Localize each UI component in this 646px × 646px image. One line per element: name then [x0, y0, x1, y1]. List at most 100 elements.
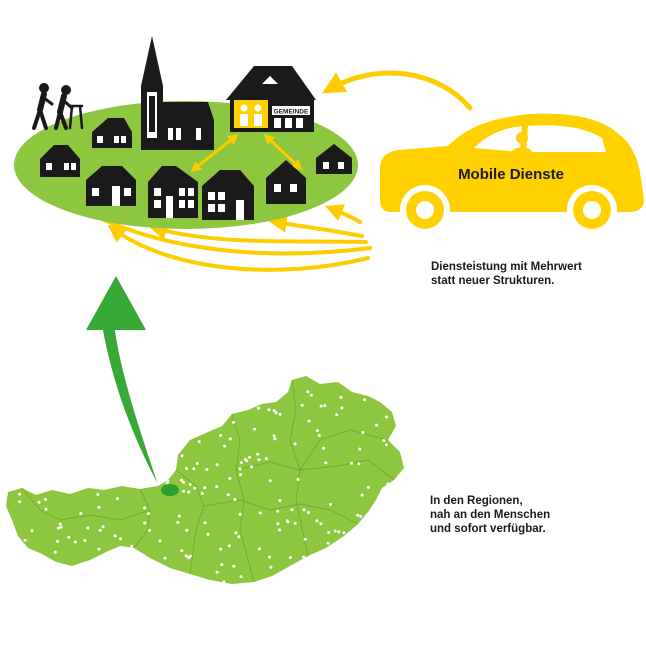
- house-icon: [316, 144, 352, 174]
- municipality-dot: [366, 485, 370, 489]
- municipality-dot: [98, 528, 102, 532]
- municipality-dot: [233, 498, 237, 502]
- municipality-dot: [319, 522, 323, 526]
- municipality-dot: [182, 480, 185, 484]
- municipality-dot: [115, 497, 119, 501]
- regions-caption: In den Regionen, nah an den Menschen und…: [430, 494, 550, 536]
- municipality-dot: [302, 555, 306, 559]
- municipality-dot: [326, 541, 330, 545]
- municipality-dot: [182, 489, 185, 493]
- municipality-dot: [56, 539, 59, 543]
- municipality-dot: [97, 547, 101, 551]
- church-icon: [141, 36, 214, 150]
- municipality-dot: [239, 473, 243, 477]
- municipality-dot: [30, 529, 34, 533]
- municipality-dot: [384, 443, 388, 447]
- municipality-dot: [187, 490, 191, 494]
- regions-caption-line: und sofort verfügbar.: [430, 523, 546, 535]
- municipality-dot: [267, 408, 271, 412]
- municipality-dot: [253, 427, 257, 431]
- municipality-dot: [147, 512, 150, 516]
- municipality-dot: [238, 512, 242, 516]
- municipality-dot: [286, 519, 289, 523]
- municipality-dot: [188, 554, 192, 558]
- municipality-dot: [238, 467, 242, 471]
- municipality-dot: [339, 395, 343, 399]
- municipality-dot: [143, 521, 147, 525]
- municipality-dot: [350, 461, 353, 465]
- municipality-dot: [290, 508, 294, 512]
- municipality-dot: [243, 458, 247, 461]
- house-icon: [92, 118, 132, 148]
- municipality-dot: [185, 528, 189, 532]
- municipality-dot: [188, 482, 192, 486]
- town-hall-sign: GEMEINDE: [274, 109, 309, 116]
- municipality-dot: [44, 507, 48, 511]
- municipality-dot: [273, 437, 277, 441]
- municipality-dot: [53, 550, 57, 554]
- municipality-dot: [220, 563, 224, 567]
- municipality-dot: [219, 547, 223, 551]
- municipality-dot: [226, 493, 230, 497]
- municipality-dot: [185, 467, 188, 470]
- elderly-couple-icon: [32, 83, 84, 130]
- municipality-dot: [278, 528, 282, 532]
- municipality-dot: [293, 521, 297, 525]
- municipality-dot: [148, 528, 151, 532]
- house-icon: [202, 170, 254, 220]
- municipality-dot: [193, 486, 197, 490]
- municipality-dot: [18, 492, 22, 496]
- municipality-dot: [257, 406, 260, 410]
- municipality-dot: [256, 452, 260, 456]
- municipality-dot: [239, 461, 243, 465]
- municipality-dot: [37, 500, 41, 504]
- house-icon: [86, 166, 136, 206]
- regions-caption-line: In den Regionen,: [430, 495, 523, 507]
- location-marker: [161, 484, 179, 496]
- municipality-dot: [385, 415, 388, 419]
- municipality-dot: [269, 565, 273, 569]
- municipality-dot: [158, 539, 162, 543]
- municipality-dot: [276, 509, 280, 513]
- municipality-dot: [340, 406, 344, 410]
- municipality-dot: [203, 521, 207, 525]
- municipality-dot: [272, 409, 276, 412]
- municipality-dot: [234, 531, 238, 535]
- municipality-dot: [177, 514, 181, 518]
- municipality-dot: [248, 455, 252, 459]
- municipality-dot: [278, 412, 282, 416]
- municipality-dot: [59, 525, 63, 529]
- municipality-dot: [382, 439, 386, 442]
- municipality-dot: [375, 423, 378, 427]
- municipality-dot: [113, 534, 117, 538]
- municipality-dot: [307, 419, 311, 423]
- municipality-dot: [239, 575, 243, 579]
- municipality-dot: [203, 486, 207, 490]
- municipality-dot: [232, 564, 236, 568]
- municipality-dot: [386, 482, 390, 486]
- service-caption-line: Diensteistung mit Mehrwert: [431, 261, 582, 273]
- municipality-dot: [232, 420, 235, 424]
- municipality-dot: [250, 465, 254, 469]
- municipality-dot: [329, 503, 332, 506]
- municipality-dot: [324, 461, 328, 465]
- regions-caption-line: nah an den Menschen: [430, 509, 551, 521]
- municipality-dot: [67, 535, 71, 539]
- municipality-dot: [86, 526, 90, 530]
- municipality-dot: [200, 492, 204, 495]
- municipality-dot: [306, 390, 310, 394]
- municipality-dot: [227, 544, 231, 548]
- house-icon: [266, 160, 306, 204]
- municipality-dot: [119, 537, 123, 541]
- municipality-dot: [264, 457, 268, 461]
- municipality-dot: [274, 411, 278, 415]
- municipality-dot: [278, 499, 282, 503]
- municipality-dot: [180, 478, 184, 482]
- municipality-dot: [97, 505, 101, 509]
- municipality-dot: [83, 539, 87, 542]
- municipality-dot: [293, 442, 297, 446]
- municipality-dot: [359, 514, 363, 518]
- municipality-dot: [323, 404, 327, 408]
- municipality-dot: [268, 479, 272, 483]
- municipality-dot: [303, 537, 307, 541]
